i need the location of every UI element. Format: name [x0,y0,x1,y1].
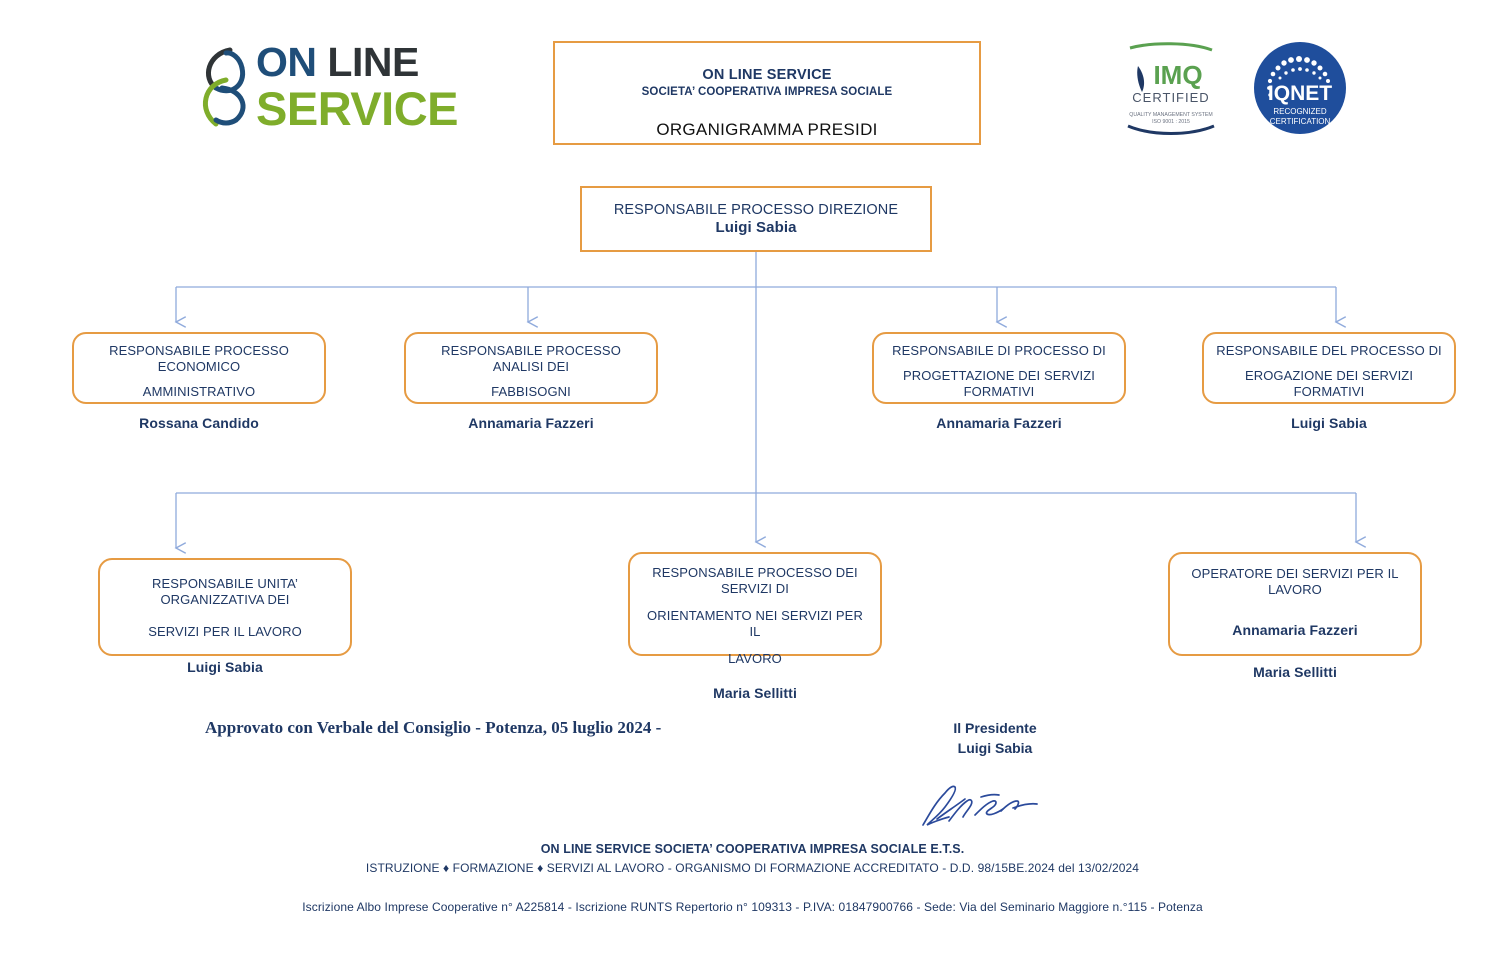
org-node-role: RESPONSABILE PROCESSO DIREZIONE [613,201,899,218]
org-node-person: Rossana Candido [139,415,259,431]
org-node-person: Luigi Sabia [715,218,797,236]
svg-text:IQNET: IQNET [1268,82,1332,105]
president-name: Luigi Sabia [957,740,1033,756]
org-node-role-line2: SERVIZI PER IL LAVORO [148,624,302,639]
org-node-direzione[interactable]: RESPONSABILE PROCESSO DIREZIONE Luigi Sa… [580,186,932,252]
svg-text:CERTIFICATION: CERTIFICATION [1270,117,1331,126]
org-node-person: Annamaria Fazzeri [468,415,594,431]
svg-text:IMQ: IMQ [1153,60,1202,90]
org-node-role-line2: FABBISOGNI [491,384,571,399]
title-subtitle: SOCIETA’ COOPERATIVA IMPRESA SOCIALE [641,86,893,98]
org-node-role-line2: PROGETTAZIONE DEI SERVIZI FORMATIVI [903,368,1095,399]
org-node-person: Maria Sellitti [713,685,797,701]
iqnet-logo: IQNET RECOGNIZED CERTIFICATION [1254,42,1346,134]
org-node-erogazione-servizi-formativi[interactable]: RESPONSABILE DEL PROCESSO DI EROGAZIONE … [1202,332,1456,431]
org-node-person: Luigi Sabia [187,659,263,675]
logo-word-service: SERVICE [256,82,459,135]
org-node-role-line1: RESPONSABILE DI PROCESSO DI [892,343,1106,358]
org-node-person-1: Annamaria Fazzeri [1232,622,1358,638]
org-node-operatore-servizi-lavoro[interactable]: OPERATORE DEI SERVIZI PER IL LAVORO Anna… [1168,552,1422,680]
org-node-role-line1: RESPONSABILE PROCESSO ECONOMICO [109,343,289,374]
org-node-orientamento-servizi-lavoro[interactable]: RESPONSABILE PROCESSO DEI SERVIZI DI ORI… [628,552,882,701]
org-node-economico-amministrativo[interactable]: RESPONSABILE PROCESSO ECONOMICO AMMINIST… [72,332,326,431]
org-node-person: Annamaria Fazzeri [936,415,1062,431]
logo-word-line: LINE [327,39,419,85]
footer-legal: ON LINE SERVICE SOCIETA’ COOPERATIVA IMP… [0,842,1505,914]
org-node-role-line1: RESPONSABILE DEL PROCESSO DI [1216,343,1442,358]
org-node-role-line1: RESPONSABILE UNITA’ ORGANIZZATIVA DEI [152,576,298,607]
company-logo: ON LINE SERVICE [196,38,459,146]
imq-certified-logo: IMQ CERTIFIED QUALITY MANAGEMENT SYSTEM … [1122,40,1220,140]
org-node-analisi-fabbisogni[interactable]: RESPONSABILE PROCESSO ANALISI DEI FABBIS… [404,332,658,431]
president-label: Il Presidente [953,720,1037,736]
certification-logos: IMQ CERTIFIED QUALITY MANAGEMENT SYSTEM … [1122,38,1354,146]
title-box: ON LINE SERVICE SOCIETA’ COOPERATIVA IMP… [553,41,981,145]
document-title: ORGANIGRAMMA PRESIDI [656,120,878,139]
org-node-person: Luigi Sabia [1291,415,1367,431]
org-node-role-line3: LAVORO [728,651,782,666]
org-node-person-2: Maria Sellitti [1253,664,1337,680]
org-node-progettazione-servizi-formativi[interactable]: RESPONSABILE DI PROCESSO DI PROGETTAZION… [872,332,1126,431]
org-node-role-line1: RESPONSABILE PROCESSO ANALISI DEI [441,343,621,374]
approval-text: Approvato con Verbale del Consiglio - Po… [205,718,662,737]
swirl-logo-mark [203,47,246,127]
org-node-unita-organizzativa-servizi-lavoro[interactable]: RESPONSABILE UNITA’ ORGANIZZATIVA DEI SE… [98,558,352,675]
footer-line-2: ISTRUZIONE ♦ FORMAZIONE ♦ SERVIZI AL LAV… [365,861,1140,875]
org-node-role-line2: EROGAZIONE DEI SERVIZI FORMATIVI [1244,368,1414,399]
svg-text:CERTIFIED: CERTIFIED [1132,90,1209,105]
footer-line-1: ON LINE SERVICE SOCIETA’ COOPERATIVA IMP… [540,842,965,856]
logo-word-on: ON [256,39,317,85]
svg-text:RECOGNIZED: RECOGNIZED [1273,107,1327,116]
svg-text:QUALITY MANAGEMENT SYSTEM: QUALITY MANAGEMENT SYSTEM [1129,112,1212,118]
footer-line-3: Iscrizione Albo Imprese Cooperative n° A… [302,900,1203,914]
org-node-role-line1: OPERATORE DEI SERVIZI PER IL LAVORO [1191,566,1399,597]
svg-text:ISO 9001 : 2015: ISO 9001 : 2015 [1152,119,1190,125]
org-node-role-line2: ORIENTAMENTO NEI SERVIZI PER IL [647,608,863,639]
org-node-role-line1: RESPONSABILE PROCESSO DEI SERVIZI DI [652,565,858,596]
president-block: Il Presidente Luigi Sabia [905,718,1085,758]
title-company: ON LINE SERVICE [702,67,832,83]
org-node-role-line2: AMMINISTRATIVO [142,384,256,399]
signature-icon [922,785,1038,826]
